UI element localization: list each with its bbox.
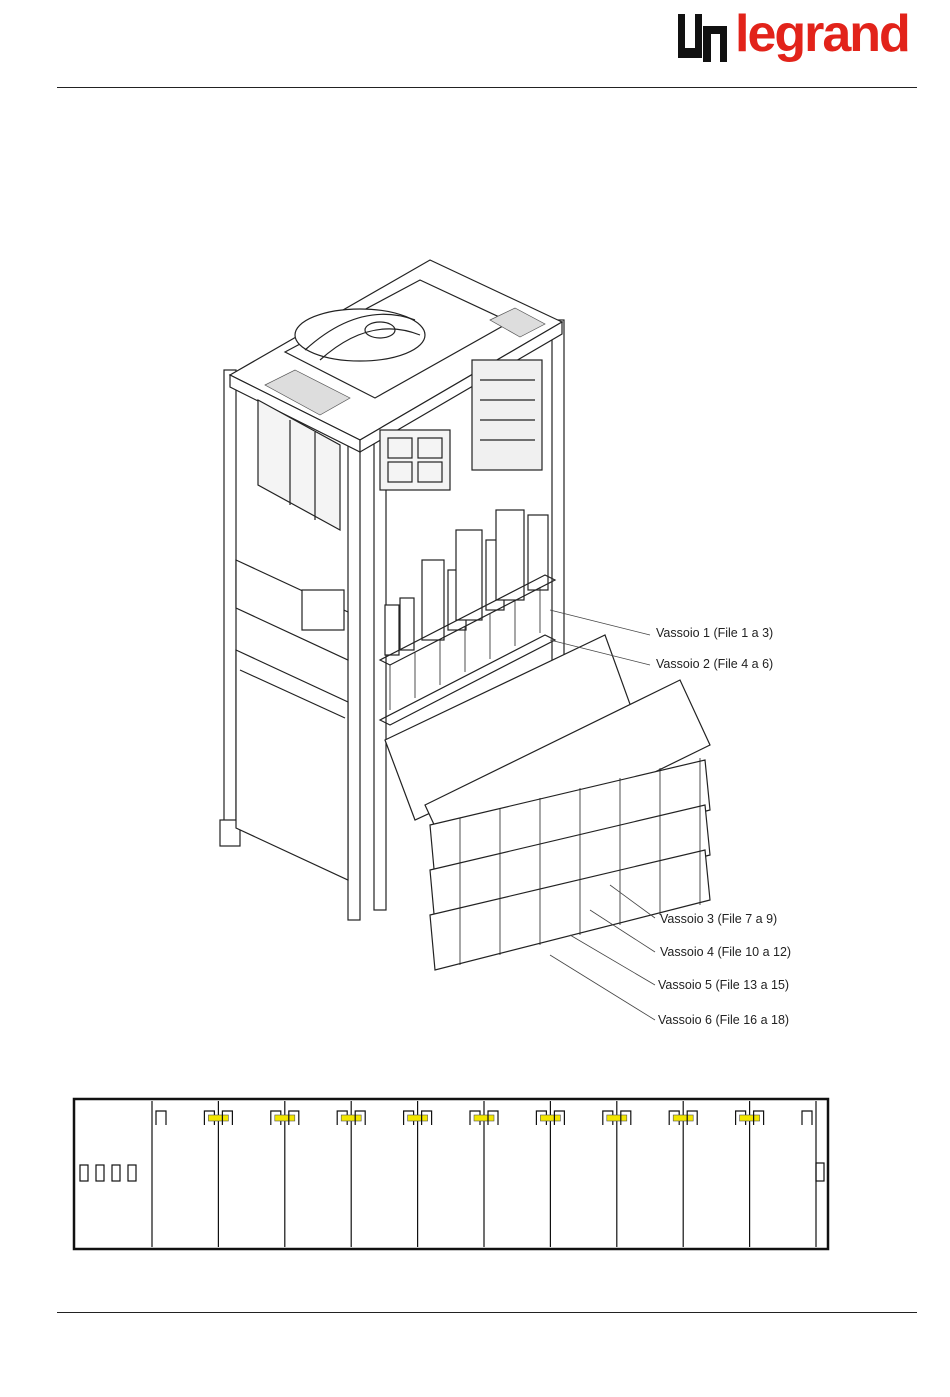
battery-cell (422, 1101, 484, 1247)
battery-connection-strip (72, 1097, 832, 1253)
cell-link-bar (275, 1115, 295, 1121)
terminal-block (80, 1165, 136, 1181)
callout-tray-1: Vassoio 1 (File 1 a 3) (656, 626, 773, 640)
strip-end-terminal (816, 1163, 824, 1181)
callout-tray-6: Vassoio 6 (File 16 a 18) (658, 1013, 789, 1027)
battery-cell (754, 1101, 816, 1247)
legrand-logo: legrand (675, 10, 920, 72)
battery-cell (621, 1101, 683, 1247)
callout-tray-2: Vassoio 2 (File 4 a 6) (656, 657, 773, 671)
battery-cell (355, 1101, 417, 1247)
capacitors (385, 510, 548, 655)
cell-link-bar (740, 1115, 760, 1121)
cell-link-bar (408, 1115, 428, 1121)
legrand-mark-icon (675, 10, 733, 68)
legrand-wordmark: legrand (735, 4, 909, 64)
battery-cell (687, 1101, 749, 1247)
cabinet-exploded-diagram (210, 240, 930, 1060)
header-rule (57, 87, 917, 88)
callout-tray-4: Vassoio 4 (File 10 a 12) (660, 945, 791, 959)
battery-cell (289, 1101, 351, 1247)
cell-link-bar (474, 1115, 494, 1121)
cell-link-bar (673, 1115, 693, 1121)
cabinet-frame (220, 260, 710, 970)
battery-cell (554, 1101, 616, 1247)
cell-link-bar (540, 1115, 560, 1121)
strip-outline (74, 1099, 828, 1249)
battery-cell (488, 1101, 550, 1247)
battery-cell (222, 1101, 284, 1247)
cell-link-bar (208, 1115, 228, 1121)
battery-cell (156, 1101, 218, 1247)
cell-link-bar (341, 1115, 361, 1121)
footer-rule (57, 1312, 917, 1313)
cell-link-bar (607, 1115, 627, 1121)
callout-tray-3: Vassoio 3 (File 7 a 9) (660, 912, 777, 926)
callout-tray-5: Vassoio 5 (File 13 a 15) (658, 978, 789, 992)
